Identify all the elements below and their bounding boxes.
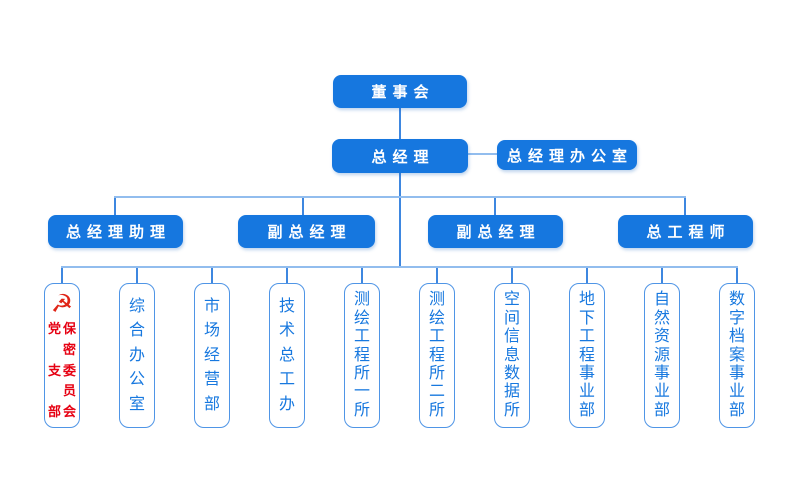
dept-label: 空间信息数据所	[503, 291, 520, 419]
party-branch-label: 党支部	[47, 321, 61, 419]
node-dept-technical-office: 技术总工办	[269, 283, 305, 428]
dept-label: 综合办公室	[128, 297, 145, 413]
party-label-columns: 党支部 保密委员会	[46, 322, 78, 418]
dept-label: 测绘工程所二所	[428, 291, 445, 419]
node-dept-natural-resources: 自然资源事业部	[644, 283, 680, 428]
connector-stub-dept-10	[736, 268, 738, 283]
connector-stub-dept-7	[511, 268, 513, 283]
node-deputy-gm-2: 副总经理	[428, 215, 563, 248]
node-chief-engineer: 总工程师	[618, 215, 753, 248]
node-dept-spatial-info-data: 空间信息数据所	[494, 283, 530, 428]
connector-stub-dept-4	[286, 268, 288, 283]
connector-drop-chief-engineer	[684, 198, 686, 215]
connector-board-to-gm	[399, 108, 401, 139]
connector-stub-dept-2	[136, 268, 138, 283]
dept-label: 测绘工程所一所	[353, 291, 370, 419]
node-dept-surveying-institute-1: 测绘工程所一所	[344, 283, 380, 428]
dept-label: 自然资源事业部	[653, 291, 670, 419]
node-general-manager: 总经理	[332, 139, 468, 173]
connector-stub-dept-1	[61, 268, 63, 283]
dept-label: 数字档案事业部	[728, 291, 745, 419]
connector-stub-dept-6	[436, 268, 438, 283]
connector-level3-bus	[114, 196, 686, 198]
dept-label: 市场经营部	[203, 297, 220, 413]
hammer-sickle-icon: ☭	[50, 289, 74, 318]
connector-gm-to-gm-office	[468, 153, 497, 155]
connector-gm-trunk	[399, 173, 401, 268]
node-dept-digital-archives: 数字档案事业部	[719, 283, 755, 428]
node-gm-office: 总经理办公室	[497, 140, 637, 170]
node-party-branch-security-committee: ☭ 党支部 保密委员会	[44, 283, 80, 428]
dept-label: 地下工程事业部	[578, 291, 595, 419]
node-dept-market-operations: 市场经营部	[194, 283, 230, 428]
connector-drop-deputy-gm-1	[302, 198, 304, 215]
connector-stub-dept-9	[661, 268, 663, 283]
node-dept-general-office: 综合办公室	[119, 283, 155, 428]
connector-stub-dept-3	[211, 268, 213, 283]
connector-stub-dept-8	[586, 268, 588, 283]
node-gm-assistant: 总经理助理	[48, 215, 183, 248]
dept-label: 技术总工办	[278, 297, 295, 413]
connector-department-bus	[61, 266, 738, 268]
node-deputy-gm-1: 副总经理	[238, 215, 375, 248]
connector-drop-gm-assistant	[114, 198, 116, 215]
connector-stub-dept-5	[361, 268, 363, 283]
security-committee-label: 保密委员会	[62, 321, 76, 419]
node-dept-underground-engineering: 地下工程事业部	[569, 283, 605, 428]
connector-drop-deputy-gm-2	[494, 198, 496, 215]
node-board-of-directors: 董事会	[333, 75, 467, 108]
node-dept-surveying-institute-2: 测绘工程所二所	[419, 283, 455, 428]
